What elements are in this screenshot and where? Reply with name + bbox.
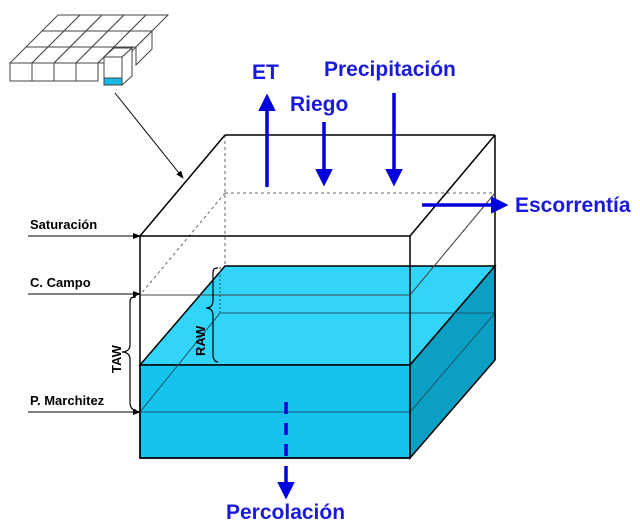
flow-arrows xyxy=(258,93,509,500)
level-saturacion: Saturación xyxy=(28,217,141,239)
escorrentia-label: Escorrentía xyxy=(515,194,631,217)
level-marchitez: P. Marchitez xyxy=(28,393,141,415)
grid-side-face xyxy=(135,29,153,67)
taw-bracket: TAW xyxy=(109,296,137,411)
grid-selected-cell xyxy=(102,46,134,87)
level-saturacion-label: Saturación xyxy=(30,217,97,232)
level-marchitez-label: P. Marchitez xyxy=(30,393,105,408)
soil-box xyxy=(138,134,497,461)
grid-front-face xyxy=(9,62,99,82)
level-campo: C. Campo xyxy=(28,275,141,297)
raw-label: RAW xyxy=(193,325,208,356)
riego-label: Riego xyxy=(290,93,348,116)
soil-grid-icon xyxy=(8,14,170,87)
precipitacion-label: Precipitación xyxy=(324,58,456,81)
level-campo-label: C. Campo xyxy=(30,275,91,290)
et-label: ET xyxy=(252,61,279,84)
percolacion-label: Percolación xyxy=(226,501,345,524)
raw-bracket: RAW xyxy=(193,267,219,363)
grid-pointer-arrow xyxy=(114,92,184,179)
taw-label: TAW xyxy=(109,344,124,373)
